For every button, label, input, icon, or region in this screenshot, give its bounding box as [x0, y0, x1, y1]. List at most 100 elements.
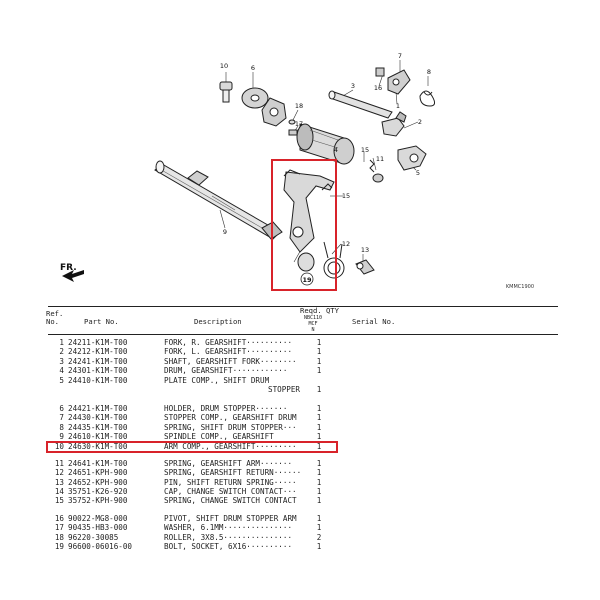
description-cell: SPRING, GEARSHIFT ARM·······: [164, 458, 293, 468]
description-cell: WASHER, 6.1MM···············: [164, 523, 293, 533]
table-row-highlighted: 10 24630-K1M-T00 ARM COMP., GEARSHIFT·····…: [48, 442, 558, 451]
header-ref-no: Ref. No.: [46, 309, 64, 326]
drum-stopper-plate-drawing: [261, 97, 287, 127]
table-row: 4 24301-K1M-T00 DRUM, GEARSHIFT···········…: [48, 366, 558, 375]
header-reqd-qty: Reqd. QTY: [300, 306, 339, 315]
part-no-cell: 24435-K1M-T00: [68, 422, 128, 432]
description-cell: DRUM, GEARSHIFT············: [164, 366, 288, 376]
quantity-cell: 1: [316, 487, 322, 497]
diagram-reference-code: KMMC1900: [505, 284, 534, 290]
description-cell: CAP, CHANGE SWITCH CONTACT···: [164, 487, 297, 497]
quantity-cell: 1: [316, 338, 322, 347]
gearshift-arm-drawing: [283, 169, 335, 272]
ref-no-cell: 12: [54, 468, 64, 478]
stopper-arm-drawing: [387, 69, 411, 95]
callout-label: 8: [427, 68, 431, 76]
switch-contact-spring-drawing: [369, 159, 375, 173]
part-no-cell: 90435-HB3-000: [68, 523, 128, 533]
part-no-cell: 90022-MG8-000: [68, 513, 128, 523]
callout-label: 7: [398, 52, 402, 60]
ref-no-cell: 4: [59, 366, 64, 376]
part-no-cell: 24430-K1M-T00: [68, 413, 128, 423]
table-row: 11 24641-K1M-T00 SPRING, GEARSHIFT ARM····…: [48, 459, 558, 468]
quantity-cell: 1: [316, 366, 322, 376]
quantity-cell: 1: [316, 468, 322, 478]
part-no-cell: 24630-K1M-T00: [68, 441, 128, 451]
callout-label: 16: [374, 84, 382, 92]
callout-label: 17: [295, 120, 303, 128]
callout-label: 5: [416, 169, 420, 177]
quantity-cell: 1: [316, 458, 322, 468]
description-cell: PIVOT, SHIFT DRUM STOPPER ARM: [164, 513, 297, 523]
table-row: 17 90435-HB3-000 WASHER, 6.1MM············…: [48, 523, 558, 532]
ref-no-cell: 2: [59, 347, 64, 357]
quantity-cell: 1: [316, 403, 322, 413]
front-arrow-icon: [62, 270, 84, 282]
quantity-cell: 1: [316, 496, 322, 506]
quantity-cell: 1: [316, 422, 322, 432]
part-no-cell: 24301-K1M-T00: [68, 366, 128, 376]
callout-label: 10: [220, 62, 228, 70]
part-no-cell: 24641-K1M-T00: [68, 458, 128, 468]
description-cell: HOLDER, DRUM STOPPER·······: [164, 403, 288, 413]
table-row: 15 35752-KPH-900 SPRING, CHANGE SWITCH CON…: [48, 496, 558, 505]
description-cell: FORK, L. GEARSHIFT··········: [164, 347, 293, 357]
stopper-holder-drawing: [241, 87, 269, 109]
part-no-cell: 35752-KPH-900: [68, 496, 128, 506]
ref-no-cell: 5: [59, 375, 64, 385]
table-header-rule: [48, 334, 558, 335]
ref-no-cell: 17: [54, 523, 64, 533]
quantity-cell: 1: [316, 432, 322, 442]
callout-label: 9: [223, 228, 227, 236]
washer-drawing: [288, 119, 296, 125]
ref-no-cell: 6: [59, 403, 64, 413]
description-cell: ARM COMP., GEARSHIFT·········: [164, 441, 297, 451]
quantity-cell: 1: [316, 542, 322, 552]
quantity-cell: 1: [316, 347, 322, 357]
ref-no-cell: 13: [54, 477, 64, 487]
callout-label-highlighted: 19: [302, 276, 312, 284]
ref-no-cell: 16: [54, 513, 64, 523]
ref-no-cell: 11: [54, 458, 64, 468]
gearshift-drum-drawing: [296, 123, 355, 165]
quantity-cell: 1: [316, 441, 322, 451]
callout-label: 11: [376, 155, 384, 163]
table-row: 16 90022-MG8-000 PIVOT, SHIFT DRUM STOPPER…: [48, 514, 558, 523]
callout-label: 3: [351, 82, 355, 90]
ref-no-cell: 10: [54, 441, 64, 451]
ref-no-cell: 1: [59, 338, 64, 347]
callout-label: 2: [418, 118, 422, 126]
ref-no-cell: 19: [54, 542, 64, 552]
header-serial-no: Serial No.: [352, 317, 396, 326]
description-cell: STOPPER: [268, 384, 301, 394]
description-cell: SPRING, CHANGE SWITCH CONTACT: [164, 496, 297, 506]
callout-label: 15: [361, 146, 369, 154]
callout-label: 1: [396, 102, 400, 110]
roller-drawing: [288, 129, 298, 136]
callout-label: 13: [361, 246, 369, 254]
header-description: Description: [194, 317, 242, 326]
quantity-cell: 1: [316, 477, 322, 487]
gearshift-spindle-drawing: [154, 160, 283, 240]
description-cell: SPRING, GEARSHIFT RETURN······: [164, 468, 302, 478]
description-cell: ROLLER, 3X8.5···············: [164, 532, 293, 542]
quantity-cell: 1: [316, 513, 322, 523]
return-spring-drawing: [323, 241, 345, 279]
ref-no-cell: 3: [59, 356, 64, 366]
ref-no-cell: 15: [54, 496, 64, 506]
description-cell: STOPPER COMP., GEARSHIFT DRUM: [164, 413, 297, 423]
part-no-cell: 24610-K1M-T00: [68, 432, 128, 442]
part-no-cell: 96600-06016-00: [68, 542, 133, 552]
ref-no-cell: 14: [54, 487, 64, 497]
